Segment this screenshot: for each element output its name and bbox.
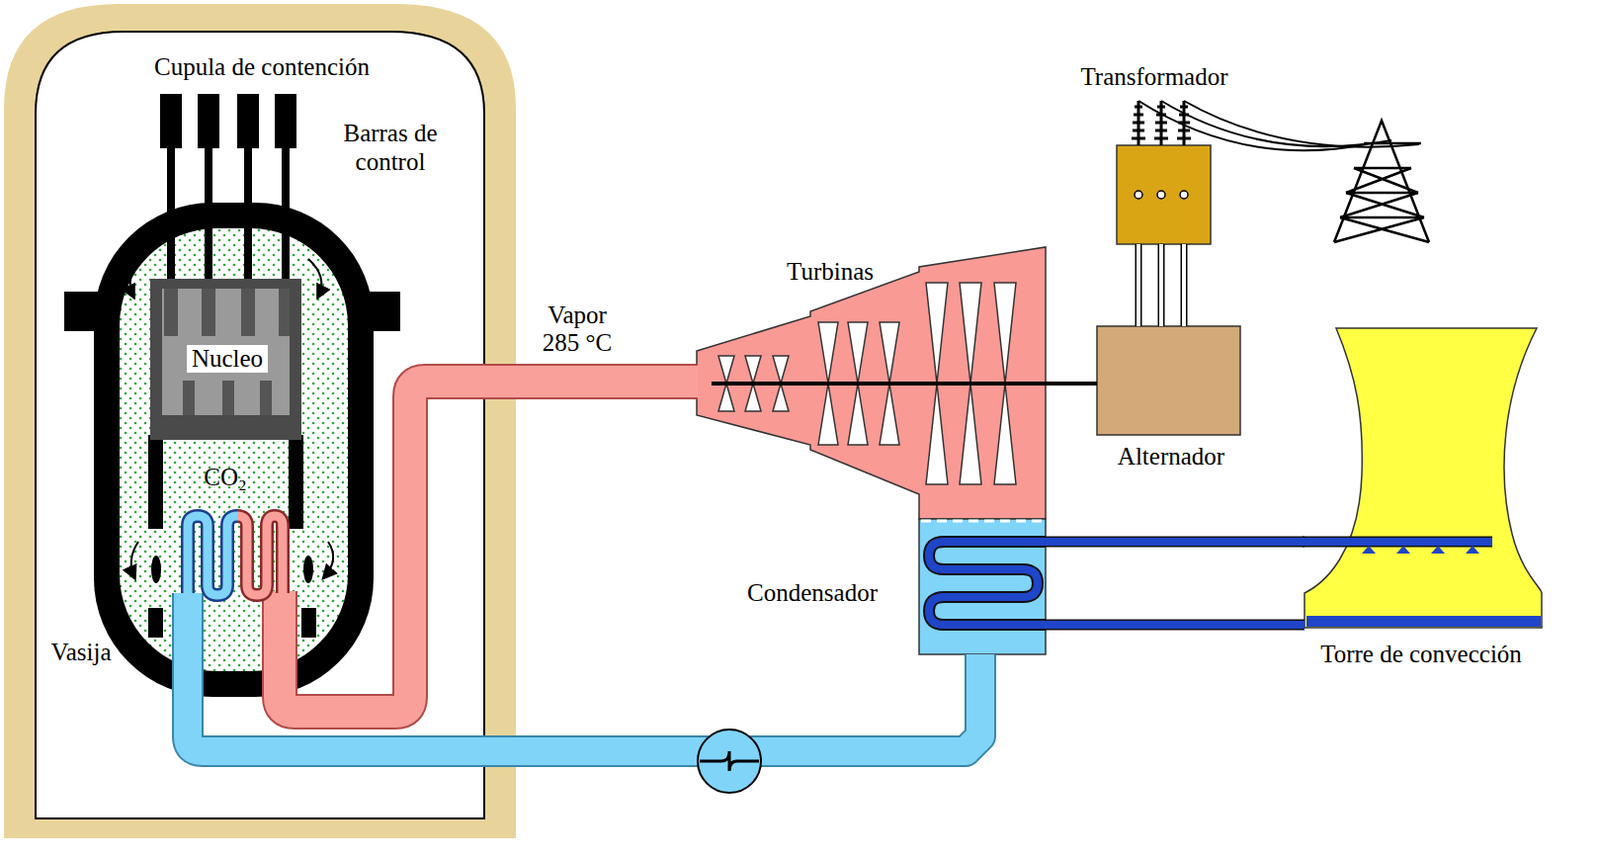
tower-spray-pipe	[1302, 537, 1493, 546]
barrel-wall	[148, 434, 164, 529]
part-label: Barras de control	[324, 119, 458, 177]
node-label: Torre de convección	[1320, 640, 1522, 670]
barrel-wall	[288, 434, 304, 529]
flow-arrow	[130, 258, 144, 297]
vessel-wall	[93, 202, 374, 697]
condenser-coil	[928, 541, 1046, 625]
flow-arrow	[131, 541, 139, 578]
spray-nozzles	[1361, 545, 1480, 554]
node-label: Transformador	[1080, 63, 1228, 92]
pipe-stroke	[1158, 244, 1166, 327]
control-rods	[160, 93, 297, 285]
pipe-stroke	[1135, 244, 1143, 327]
tower-basin	[1306, 615, 1541, 627]
node-label: Cupula de contención	[154, 53, 370, 83]
node-label: Condensador	[747, 579, 878, 608]
node-label: Alternador	[1117, 442, 1225, 472]
part-label: CO₂	[203, 463, 247, 493]
reactor-core: Nucleo	[150, 278, 302, 440]
transformer-box	[1116, 145, 1211, 245]
alternator-box	[1096, 326, 1241, 435]
condenser-coil	[928, 541, 1046, 625]
coil-red	[237, 515, 283, 595]
pipe-stroke	[1136, 244, 1141, 327]
turbine: Turbinas	[696, 247, 1046, 519]
vessel-gas	[119, 228, 348, 672]
insulators	[1131, 100, 1191, 146]
edge-label: Vapor 285 °C	[527, 301, 627, 359]
pipe-stroke	[1045, 537, 1305, 546]
containment-dome	[3, 3, 516, 839]
steam-pipe	[279, 381, 516, 712]
transformer: Transformador	[1116, 145, 1211, 245]
pipe-stroke	[1045, 536, 1305, 548]
pipe-stroke	[1045, 620, 1305, 629]
node-label: Turbinas	[786, 257, 874, 287]
transformer-terminals	[1134, 190, 1188, 199]
feed-pipe	[187, 592, 516, 752]
pipe-connector	[1045, 624, 1305, 626]
node-label: Nucleo	[186, 344, 268, 374]
condenser-grate	[921, 519, 1044, 523]
steam-pipe	[279, 381, 516, 712]
tower-spray-pipe	[1302, 536, 1493, 548]
pipe-stroke	[513, 365, 698, 398]
turbine-casing	[696, 247, 1046, 519]
pipe-connector	[1045, 383, 1097, 385]
turbine-shaft	[711, 381, 1046, 386]
pipe-connector	[1138, 244, 1184, 327]
coil-red	[237, 515, 283, 595]
pipe-stroke	[1045, 619, 1305, 631]
condenser: Condensador	[919, 518, 1046, 655]
pipe-stroke	[1045, 381, 1097, 386]
coil-blue	[187, 515, 238, 595]
barrel-gap	[151, 555, 162, 584]
cooling-tower	[1304, 328, 1542, 628]
condenser-box	[919, 518, 1046, 655]
pylon	[1334, 120, 1430, 243]
alternator: Alternador	[1096, 326, 1241, 435]
part-label: Vasija	[50, 638, 111, 668]
coil-blue	[187, 515, 238, 595]
pipe-stroke	[1159, 244, 1164, 327]
core-outer	[150, 278, 302, 440]
pipe-stroke	[513, 363, 698, 400]
pump-symbol	[699, 751, 759, 771]
flow-arrow	[324, 541, 334, 578]
containment-dome: Nucleo Cupula de contención	[3, 0, 516, 839]
barrel-wall	[148, 607, 164, 638]
pipe-connector	[1045, 541, 1305, 543]
pump-symbol	[697, 729, 761, 793]
core-inner	[162, 288, 290, 416]
pipe-stroke	[1181, 244, 1186, 327]
flow-arrow	[308, 258, 322, 297]
pipe-connector	[513, 381, 698, 383]
pipe-stroke	[1180, 244, 1188, 327]
barrel-gap	[303, 555, 314, 584]
core-rods	[164, 288, 290, 416]
feed-pipe	[187, 592, 516, 752]
pipe-stroke	[1045, 381, 1097, 386]
barrel-wall	[301, 607, 317, 638]
cooling-tower: Torre de convección	[1304, 326, 1542, 628]
